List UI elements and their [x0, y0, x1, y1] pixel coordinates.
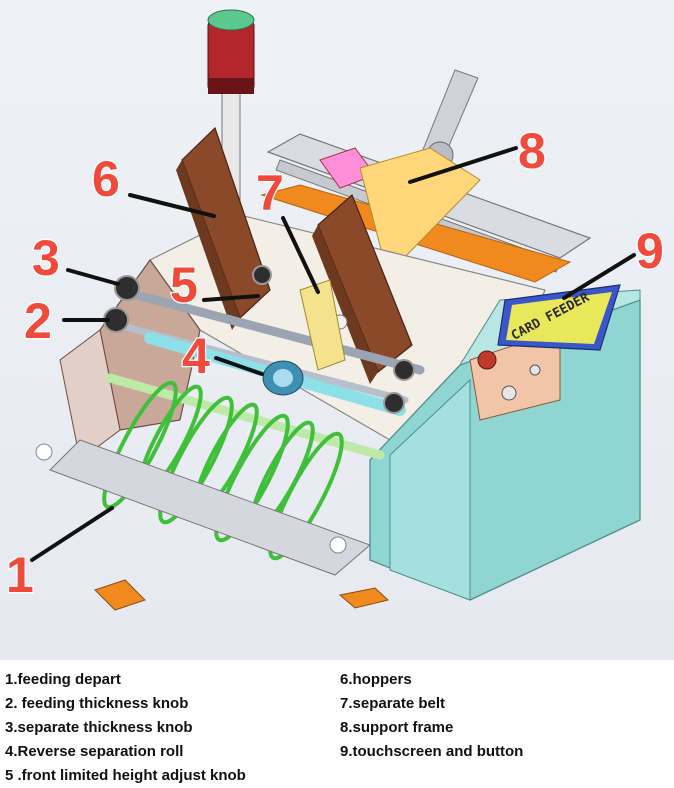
legend-right: 6.hoppers 7.separate belt 8.support fram… [340, 668, 523, 764]
legend-item-4: 4.Reverse separation roll [5, 743, 184, 760]
leader-line-3 [66, 268, 120, 286]
front-base [35, 439, 390, 611]
callout-1: 1 [6, 547, 34, 603]
hoppers [176, 126, 413, 384]
legend-left: 1.feeding depart 2. feeding thickness kn… [5, 668, 246, 788]
separate-belt [299, 279, 346, 371]
leader-line-4 [214, 356, 264, 376]
callout-4: 4 [182, 328, 210, 384]
callout-5: 5 [170, 257, 198, 313]
legend-item-1: 1.feeding depart [5, 671, 121, 688]
knobs [103, 265, 415, 414]
callout-9: 9 [636, 223, 664, 279]
legend-item-7: 7.separate belt [340, 695, 446, 712]
legend-item-5: 5 .front limited height adjust knob [5, 767, 246, 784]
support-frame-plate [359, 147, 481, 266]
machine-illustration: CARD FEEDER [5, 9, 665, 611]
legend-item-3: 3.separate thickness knob [5, 719, 193, 736]
legend-item-8: 8.support frame [340, 719, 454, 736]
leader-line-1 [30, 506, 114, 562]
callout-6: 6 [92, 151, 120, 207]
callout-3: 3 [32, 230, 60, 286]
legend-item-6: 6.hoppers [340, 671, 412, 688]
leader-line-8 [408, 146, 518, 184]
callout-7: 7 [256, 165, 284, 221]
leader-line-7 [281, 216, 320, 294]
control-cabinet: CARD FEEDER [369, 284, 641, 601]
legend-item-9: 9.touchscreen and button [340, 743, 524, 760]
callout-8: 8 [518, 123, 546, 179]
callout-2: 2 [24, 293, 52, 349]
reverse-separation-roll [262, 360, 304, 396]
leader-lines [30, 146, 636, 562]
leader-line-9 [562, 253, 636, 300]
legend-item-2: 2. feeding thickness knob [5, 695, 189, 712]
machine-diagram: CARD FEEDER [0, 0, 674, 660]
leader-line-5 [202, 294, 260, 302]
leader-line-6 [128, 193, 216, 218]
